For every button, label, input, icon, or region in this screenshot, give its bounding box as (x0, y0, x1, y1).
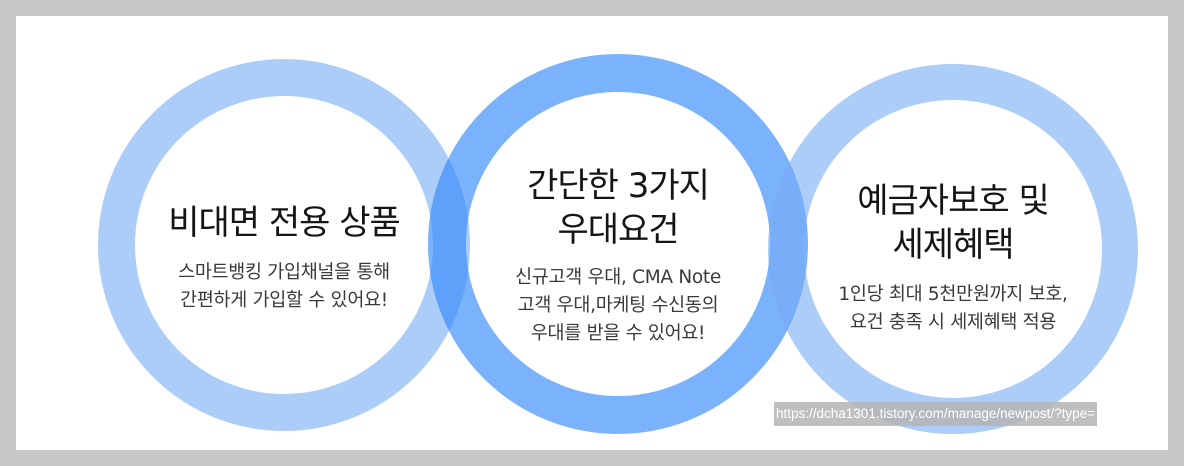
watermark-url: https://dcha1301.tistory.com/manage/newp… (774, 402, 1098, 426)
feature-non-face-to-face: 비대면 전용 상품 스마트뱅킹 가입채널을 통해 간편하게 가입할 수 있어요! (134, 201, 434, 315)
feature-banner: 비대면 전용 상품 스마트뱅킹 가입채널을 통해 간편하게 가입할 수 있어요!… (16, 16, 1168, 450)
feature-description: 신규고객 우대, CMA Note 고객 우대,마케팅 수신동의 우대를 받을 … (515, 267, 721, 344)
feature-title: 예금자보호 및 세제혜택 (857, 181, 1050, 265)
ring-diagram (16, 16, 1168, 450)
feature-description: 1인당 최대 5천만원까지 보호, 요건 충족 시 세제혜택 적용 (838, 284, 1068, 333)
feature-title: 비대면 전용 상품 (168, 203, 401, 243)
feature-preferential-conditions: 간단한 3가지 우대요건 신규고객 우대, CMA Note 고객 우대,마케팅… (468, 164, 768, 348)
feature-description: 스마트뱅킹 가입채널을 통해 간편하게 가입할 수 있어요! (178, 262, 390, 311)
feature-deposit-protection: 예금자보호 및 세제혜택 1인당 최대 5천만원까지 보호, 요건 충족 시 세… (803, 179, 1103, 337)
feature-title: 간단한 3가지 우대요건 (527, 166, 710, 250)
